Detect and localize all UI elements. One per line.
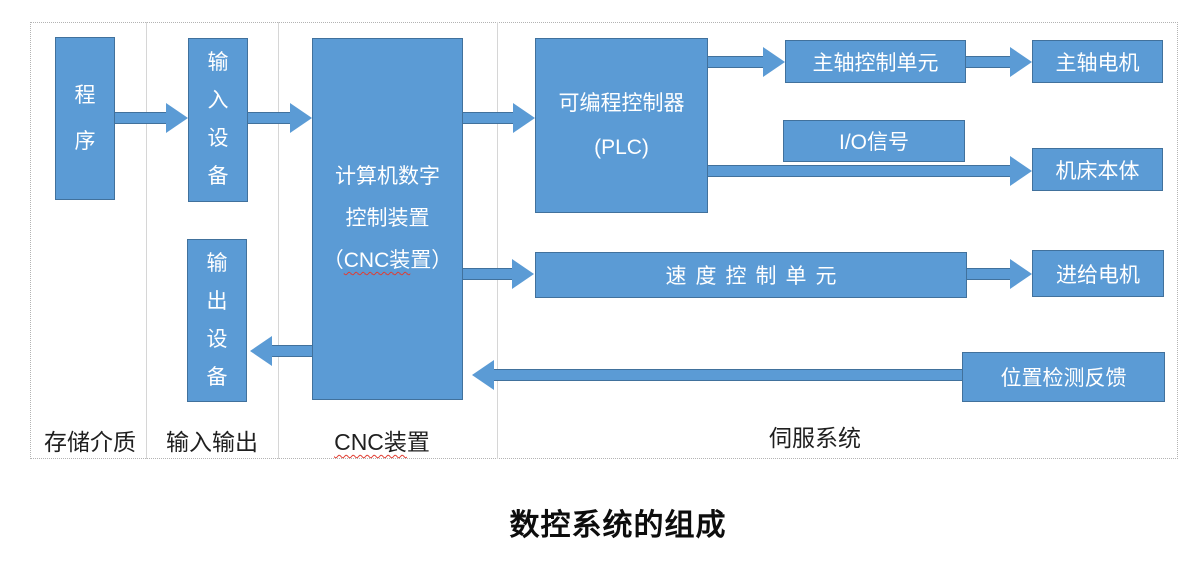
column-divider-3 — [497, 22, 498, 459]
column-divider-2 — [278, 22, 279, 459]
plc-box: 可编程控制器 (PLC) — [535, 38, 708, 213]
io-signal-box: I/O信号 — [783, 120, 965, 162]
page-title: 数控系统的组成 — [509, 509, 727, 542]
section-label-input-output: 输入输出 — [166, 429, 258, 455]
cnc-device-line1: 计算机数字 — [335, 165, 440, 188]
plc-line2: (PLC) — [594, 135, 649, 159]
program-box: 程 序 — [55, 37, 115, 200]
machine-body-box: 机床本体 — [1032, 148, 1163, 191]
arrow-spindle-control-to-spindle-motor — [966, 47, 1032, 77]
arrow-plc-to-machine-body — [708, 156, 1032, 186]
arrow-cnc-to-output-device — [250, 336, 312, 366]
arrow-input-device-to-cnc — [248, 103, 312, 133]
feed-motor-box: 进给电机 — [1032, 250, 1164, 297]
arrow-cnc-to-speed-control — [463, 259, 534, 289]
cnc-spellcheck-squiggle: CNC装 — [343, 249, 411, 272]
arrow-position-feedback-to-cnc — [472, 360, 962, 390]
section-label-storage-media: 存储介质 — [44, 429, 136, 455]
spindle-motor-box: 主轴电机 — [1032, 40, 1163, 83]
arrow-cnc-to-plc — [463, 103, 535, 133]
spindle-control-unit-box: 主轴控制单元 — [785, 40, 966, 83]
cnc-device-line3: （CNC装置） — [322, 249, 453, 272]
speed-control-unit-box: 速度控制单元 — [535, 252, 967, 298]
input-device-box: 输 入 设 备 — [188, 38, 248, 202]
section-label-cnc-device: CNC装置 — [334, 429, 430, 455]
section-label-servo-system: 伺服系统 — [769, 425, 861, 451]
column-divider-1 — [146, 22, 147, 459]
output-device-box: 输 出 设 备 — [187, 239, 247, 402]
diagram-frame — [30, 22, 1178, 459]
cnc-label-spellcheck-squiggle: CNC装 — [334, 429, 407, 455]
arrow-program-to-input-device — [115, 103, 188, 133]
cnc-device-line2: 控制装置 — [345, 207, 430, 230]
arrow-speed-control-to-feed-motor — [967, 259, 1032, 289]
cnc-device-box: 计算机数字 控制装置 （CNC装置） — [312, 38, 463, 400]
arrow-plc-to-spindle-control — [708, 47, 785, 77]
plc-line1: 可编程控制器 — [558, 91, 685, 115]
position-feedback-box: 位置检测反馈 — [962, 352, 1165, 402]
